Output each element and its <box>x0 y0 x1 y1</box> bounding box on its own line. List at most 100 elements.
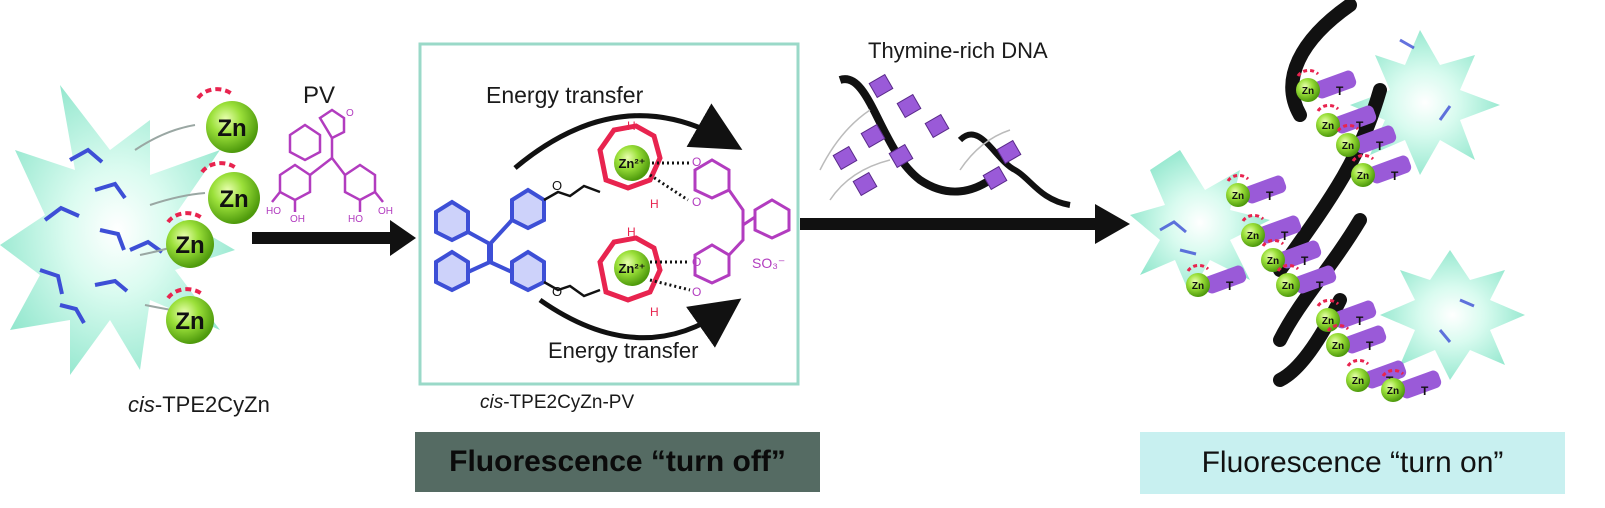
thymine-label: T <box>1356 314 1364 328</box>
zn-label: Zn <box>1322 121 1334 132</box>
thymine-unit: T Zn <box>1326 323 1387 357</box>
thymine-unit: T Zn <box>1381 368 1442 402</box>
reaction-arrow-2 <box>800 204 1130 244</box>
thymine-unit: T Zn <box>1336 123 1397 157</box>
zn-cation-label: Zn²⁺ <box>618 156 645 171</box>
complex-box <box>418 42 800 386</box>
macrocycle-bottom: Zn²⁺ H H <box>597 225 663 319</box>
thymine-unit: T Zn <box>1261 238 1322 272</box>
thymine-label: T <box>1376 139 1384 153</box>
linker-top <box>543 184 601 202</box>
pv-label: PV <box>303 82 336 109</box>
energy-transfer-bottom-label: Energy transfer <box>548 338 699 363</box>
svg-text:HO: HO <box>348 214 363 225</box>
thymine-label: T <box>1281 229 1289 243</box>
svg-text:O: O <box>692 155 701 169</box>
thymine-unit: T Zn <box>1186 263 1247 297</box>
macrocycle-top: Zn²⁺ H H <box>597 119 663 211</box>
zn-label: Zn <box>1192 281 1204 292</box>
svg-text:HO: HO <box>266 206 281 217</box>
thymine-zn-units: TZnTZnTZnTZnTZnTZnTZnTZnTZnTZnTZnTZnTZn <box>1186 68 1442 402</box>
sulfonate-label: SO₃⁻ <box>752 255 785 271</box>
zn-sphere-1: Zn <box>196 87 258 153</box>
thymine-label: T <box>1356 119 1364 133</box>
svg-text:O: O <box>692 195 701 209</box>
zn-label: Zn <box>1357 171 1369 182</box>
zn-sphere <box>1336 133 1360 157</box>
zn-label: Zn <box>1267 256 1279 267</box>
reaction-arrow-1 <box>252 220 416 256</box>
thymine-label: T <box>1226 279 1234 293</box>
thymine-label: T <box>1391 169 1399 183</box>
middle-compound-label: cis-TPE2CyZn-PV <box>480 392 635 413</box>
right-aggregate-glow-3 <box>1380 250 1525 380</box>
svg-text:H: H <box>627 225 636 239</box>
svg-text:H: H <box>650 305 659 319</box>
svg-text:H: H <box>650 197 659 211</box>
zn-label: Zn <box>219 186 248 213</box>
zn-label: Zn <box>1342 141 1354 152</box>
coordination-bonds <box>649 161 691 292</box>
zn-label: Zn <box>1282 281 1294 292</box>
zn-sphere-4: Zn <box>166 287 214 344</box>
linker-bottom <box>543 280 601 298</box>
zn-sphere <box>1226 183 1250 207</box>
zn-label: Zn <box>175 232 204 259</box>
zn-cation-label: Zn²⁺ <box>618 261 645 276</box>
zn-sphere <box>1261 248 1285 272</box>
zn-sphere <box>1381 378 1405 402</box>
turn-on-badge: Fluorescence “turn on” <box>1140 432 1565 494</box>
dna-label: Thymine-rich DNA <box>868 38 1048 63</box>
zn-sphere <box>1276 273 1300 297</box>
zn-label: Zn <box>1232 191 1244 202</box>
zn-sphere <box>1296 78 1320 102</box>
left-compound-label: cis-TPE2CyZn <box>128 392 270 417</box>
energy-transfer-arrow-bottom <box>538 297 742 348</box>
thymine-unit: T Zn <box>1276 263 1337 297</box>
zn-label: Zn <box>175 308 204 335</box>
dna-strand-1 <box>819 73 1071 208</box>
tpe-icon <box>39 147 164 324</box>
svg-text:O: O <box>552 178 562 193</box>
turn-off-badge: Fluorescence “turn off” <box>415 432 820 492</box>
zn-label: Zn <box>1302 86 1314 97</box>
thymine-unit: T Zn <box>1296 68 1357 102</box>
thymine-label: T <box>1366 339 1374 353</box>
svg-text:O: O <box>552 284 562 299</box>
thymine-unit: T Zn <box>1316 298 1377 332</box>
zn-sphere <box>1326 333 1350 357</box>
thymine-label: T <box>1421 384 1429 398</box>
svg-text:O: O <box>692 285 701 299</box>
energy-transfer-top-label: Energy transfer <box>486 82 644 108</box>
thymine-label: T <box>1316 279 1324 293</box>
thymine-label: T <box>1301 254 1309 268</box>
tpe-core-icon <box>434 187 546 293</box>
zn-label: Zn <box>217 115 246 142</box>
thymine-unit: T Zn <box>1241 213 1302 247</box>
right-tpe-icons <box>1159 38 1475 343</box>
zn-label: Zn <box>1247 231 1259 242</box>
zn-sphere <box>1241 223 1265 247</box>
svg-text:OH: OH <box>290 214 305 225</box>
zn-label: Zn <box>1332 341 1344 352</box>
zn-label: Zn <box>1387 386 1399 397</box>
thymine-label: T <box>1336 84 1344 98</box>
svg-text:O: O <box>692 255 701 269</box>
pv-molecule-icon: HO OH HO OH O <box>266 108 393 225</box>
thymine-unit: T Zn <box>1226 173 1287 207</box>
zn-sphere <box>1346 368 1370 392</box>
svg-text:OH: OH <box>378 206 393 217</box>
zn-label: Zn <box>1352 376 1364 387</box>
thymine-unit: T Zn <box>1351 153 1412 187</box>
zn-sphere <box>1186 273 1210 297</box>
zn-sphere <box>1316 113 1340 137</box>
svg-text:H: H <box>627 119 636 133</box>
thymine-label: T <box>1266 189 1274 203</box>
zn-sphere-3: Zn <box>166 211 214 268</box>
zn-label: Zn <box>1322 316 1334 327</box>
svg-text:O: O <box>346 108 354 119</box>
zn-sphere-2: Zn <box>200 161 260 224</box>
zn-sphere <box>1351 163 1375 187</box>
pv-bound-icon <box>693 158 791 285</box>
